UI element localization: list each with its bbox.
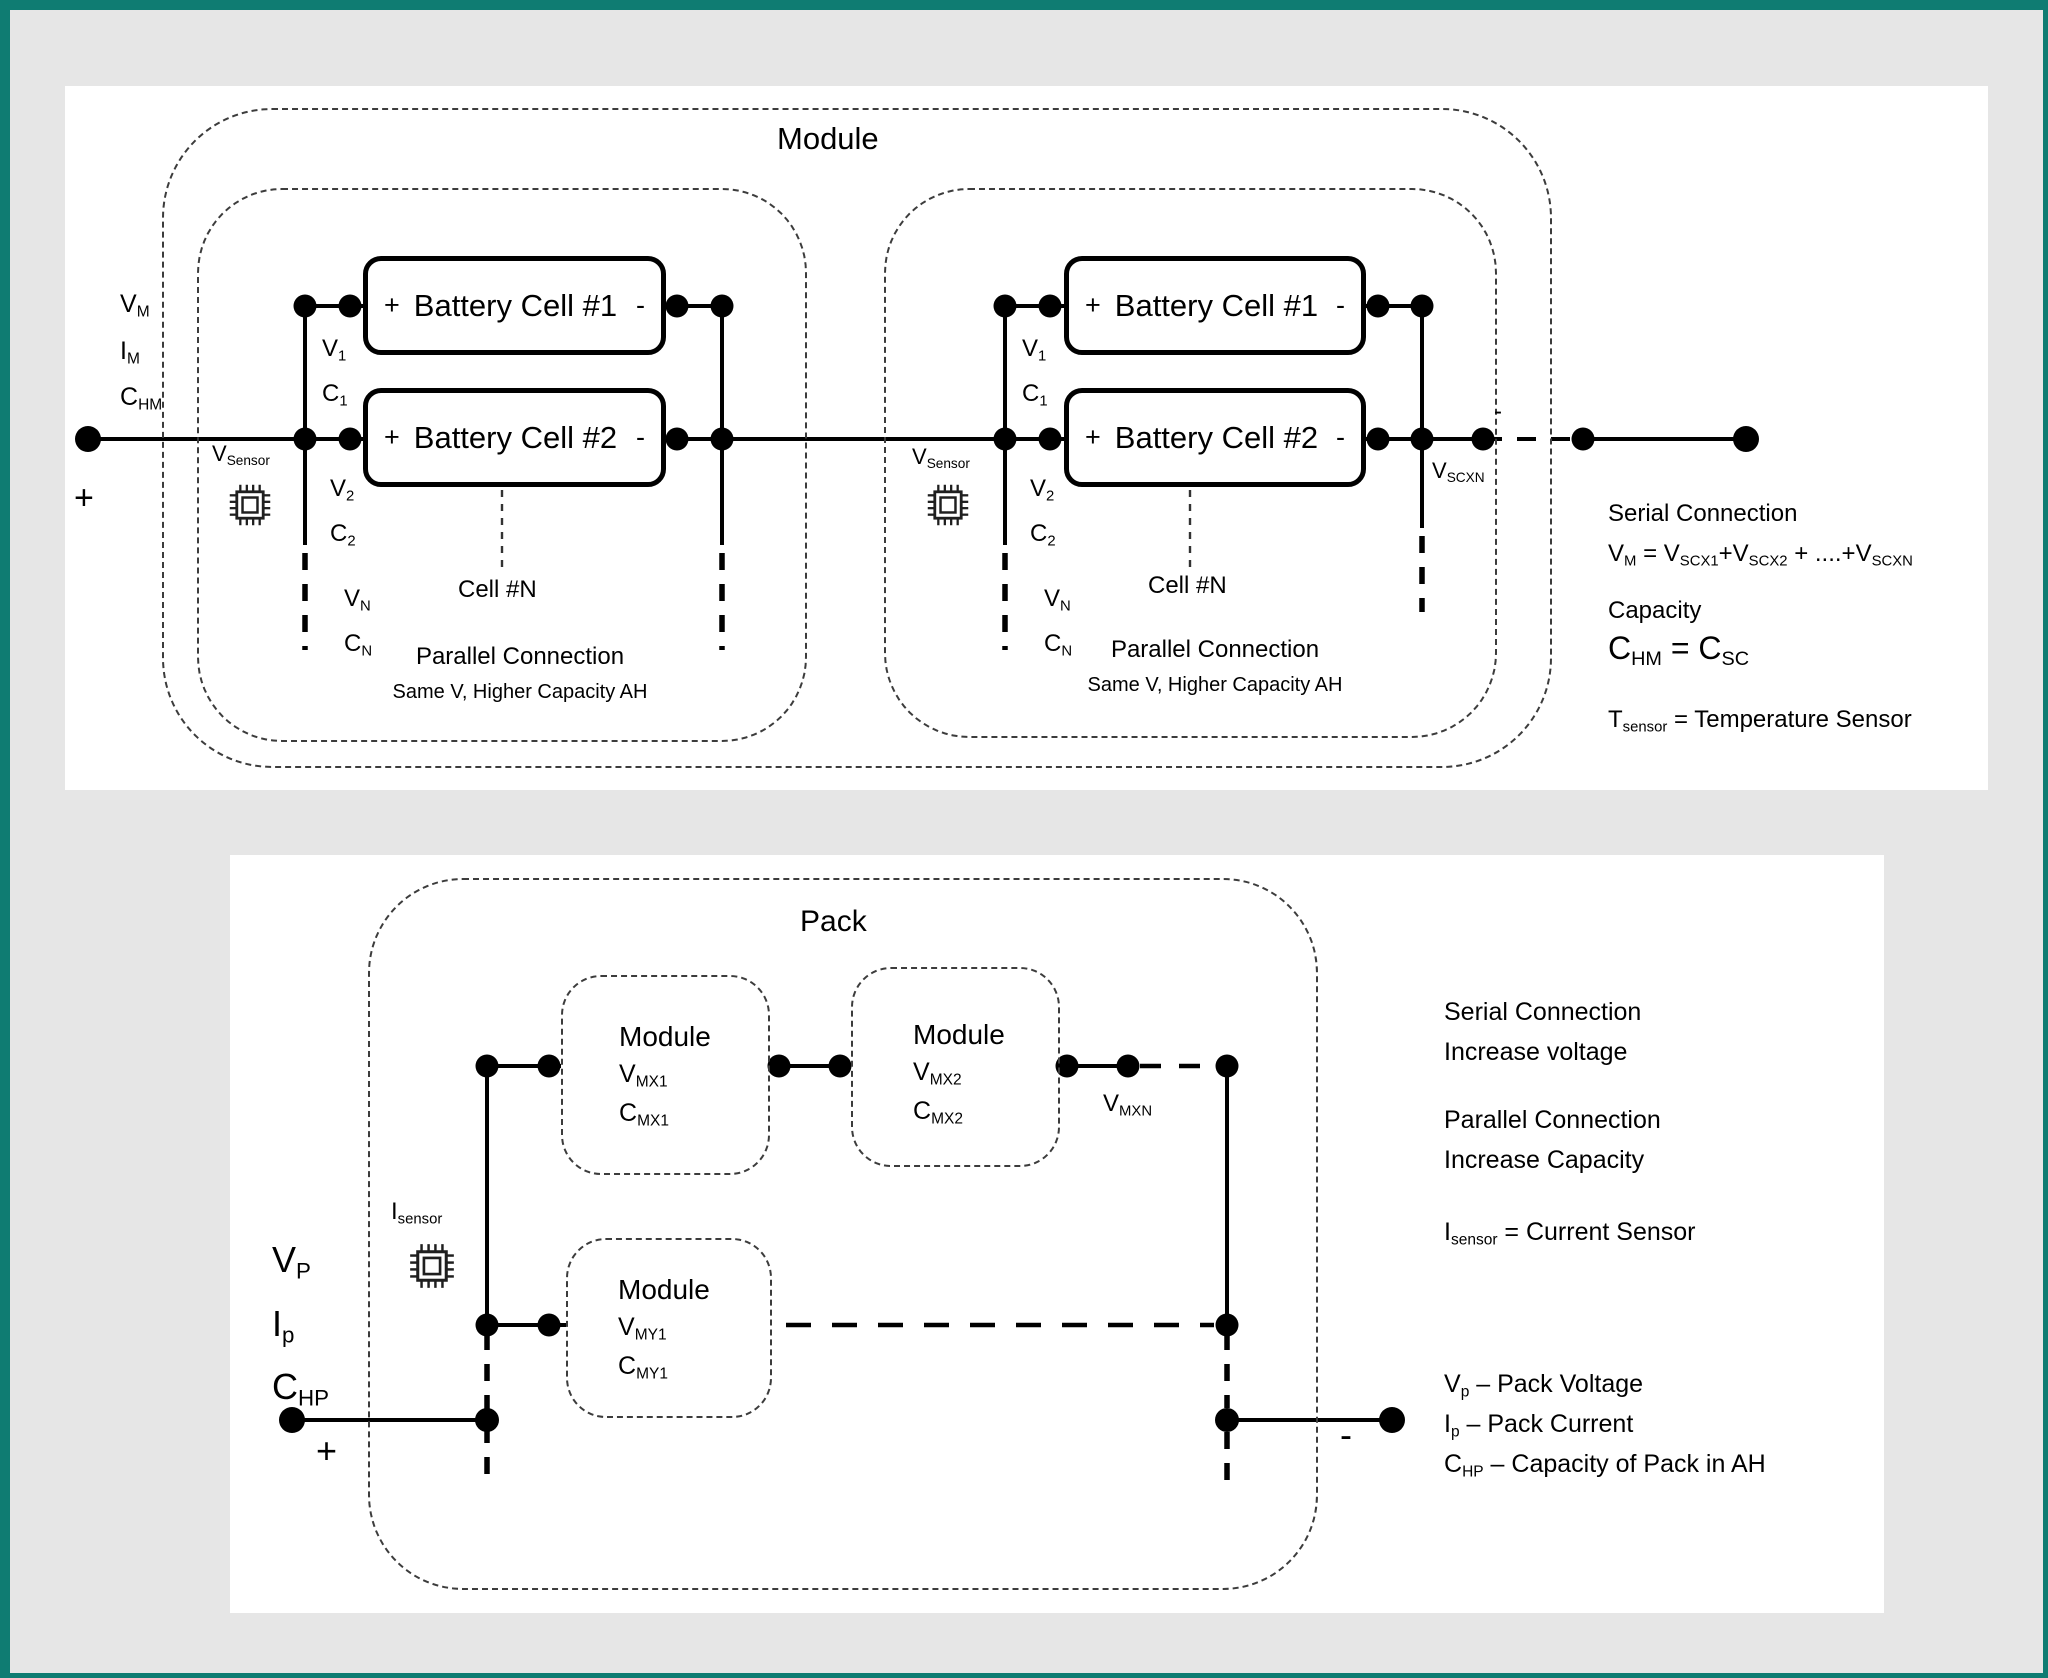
vncn-label-2: VN CN (1044, 580, 1072, 671)
pack-plus-terminal-label: + (316, 1430, 338, 1471)
pack-parallel-note-2: Increase Capacity (1444, 1146, 1645, 1174)
c1-label: C1 (1022, 380, 1048, 410)
vn-label: VN (344, 585, 371, 615)
pack-module-box-my1: Module VMY1 CMY1 (566, 1238, 772, 1418)
c1-label: C1 (322, 380, 348, 410)
cn-label: CN (1044, 630, 1073, 660)
cell-n-label-2: Cell #N (1148, 572, 1227, 599)
module-diagram-title: Module (777, 121, 879, 156)
cell-n-label-1: Cell #N (458, 576, 537, 603)
module-current-param: IM (120, 336, 140, 368)
cell-plus-terminal: + (384, 290, 400, 320)
vscxn-label: VSCXN (1432, 458, 1485, 486)
c2-label: C2 (1030, 520, 1056, 550)
pack-module-title: Module (619, 1021, 711, 1052)
pack-module-capacity: CMX2 (913, 1096, 963, 1128)
parallel-connection-note-2: Parallel Connection Same V, Higher Capac… (995, 636, 1435, 698)
module-voltage-param: VM (120, 290, 150, 321)
parallel-group-2-box (884, 188, 1497, 738)
cell-plus-terminal: + (384, 422, 400, 452)
vsensor-label-1: VSensor (212, 441, 270, 469)
cell-minus-terminal: - (1336, 422, 1345, 452)
v2-label: V2 (330, 475, 355, 505)
battery-cell-box: + Battery Cell #1 - (363, 256, 666, 355)
v2c2-label-2: V2 C2 (1030, 470, 1056, 561)
v1c1-label-1: V1 C1 (322, 330, 348, 421)
vmxn-label: VMXN (1103, 1090, 1153, 1120)
pack-parallel-note-1: Parallel Connection (1444, 1106, 1661, 1134)
cell-label: Battery Cell #1 (413, 287, 618, 323)
pack-current-param: Ip (272, 1302, 295, 1348)
parallel-subtitle: Same V, Higher Capacity AH (1087, 674, 1343, 697)
battery-cell-box: + Battery Cell #2 - (1064, 388, 1366, 487)
parallel-title: Parallel Connection (1110, 636, 1320, 663)
minus-mark: - (1494, 398, 1502, 425)
parallel-group-1-box (197, 188, 807, 742)
parallel-subtitle: Same V, Higher Capacity AH (392, 681, 648, 704)
tsensor-note: Tsensor = Temperature Sensor (1608, 706, 1912, 736)
module-plus-terminal-label: + (74, 479, 94, 517)
parallel-title: Parallel Connection (415, 643, 625, 670)
pack-module-title: Module (913, 1019, 1005, 1050)
cell-label: Battery Cell #2 (1114, 419, 1319, 455)
pack-module-voltage: VMX1 (619, 1060, 668, 1091)
module-boundary-box (162, 108, 1552, 768)
pack-minus-terminal-label: - (1340, 1414, 1352, 1455)
battery-cell-box: + Battery Cell #1 - (1064, 256, 1366, 355)
pack-figure-panel (230, 855, 1884, 1613)
capacity-note-title: Capacity (1608, 597, 1702, 624)
pack-module-capacity: CMY1 (618, 1351, 668, 1383)
vn-label: VN (1044, 585, 1071, 615)
v1c1-label-2: V1 C1 (1022, 330, 1048, 421)
pack-diagram-title: Pack (800, 905, 867, 938)
pack-module-title: Module (618, 1274, 710, 1305)
v2-label: V2 (1030, 475, 1055, 505)
isensor-label: Isensor (391, 1198, 443, 1228)
vsensor-label-2: VSensor (912, 444, 970, 472)
legend-pack-capacity: CHP – Capacity of Pack in AH (1444, 1450, 1766, 1481)
pack-serial-note-2: Increase voltage (1444, 1038, 1628, 1066)
pack-params-label: VP Ip CHP (272, 1234, 329, 1425)
pack-module-box-mx1: Module VMX1 CMX1 (561, 975, 770, 1175)
battery-cell-box: + Battery Cell #2 - (363, 388, 666, 487)
capacity-formula: CHM = CSC (1608, 630, 1750, 670)
serial-connection-note-title: Serial Connection (1608, 500, 1798, 527)
cn-label: CN (344, 630, 373, 660)
pack-module-box-mx2: Module VMX2 CMX2 (851, 967, 1060, 1167)
cell-minus-terminal: - (636, 290, 645, 320)
v1-label: V1 (1022, 335, 1047, 365)
parallel-connection-note-1: Parallel Connection Same V, Higher Capac… (300, 643, 740, 705)
v1-label: V1 (322, 335, 347, 365)
pack-serial-note-1: Serial Connection (1444, 998, 1642, 1026)
cell-plus-terminal: + (1085, 290, 1101, 320)
serial-connection-formula: VM = VSCX1+VSCX2 + ....+VSCXN (1608, 540, 1913, 570)
legend-pack-voltage: Vp – Pack Voltage (1444, 1370, 1644, 1401)
module-params-label: VM IM CHM (120, 285, 162, 425)
pack-module-voltage: VMX2 (913, 1058, 962, 1089)
cell-label: Battery Cell #2 (413, 419, 618, 455)
vncn-label-1: VN CN (344, 580, 372, 671)
legend-pack-current: Ip – Pack Current (1444, 1410, 1634, 1441)
cell-plus-terminal: + (1085, 422, 1101, 452)
module-capacity-param: CHM (120, 383, 163, 414)
cell-minus-terminal: - (636, 422, 645, 452)
pack-module-voltage: VMY1 (618, 1313, 667, 1344)
pack-module-capacity: CMX1 (619, 1098, 669, 1130)
cell-minus-terminal: - (1336, 290, 1345, 320)
v2c2-label-1: V2 C2 (330, 470, 356, 561)
c2-label: C2 (330, 520, 356, 550)
isensor-note: Isensor = Current Sensor (1444, 1218, 1696, 1249)
pack-voltage-param: VP (272, 1239, 311, 1284)
pack-boundary-box (368, 878, 1318, 1590)
cell-label: Battery Cell #1 (1114, 287, 1319, 323)
pack-capacity-param: CHP (272, 1366, 329, 1412)
